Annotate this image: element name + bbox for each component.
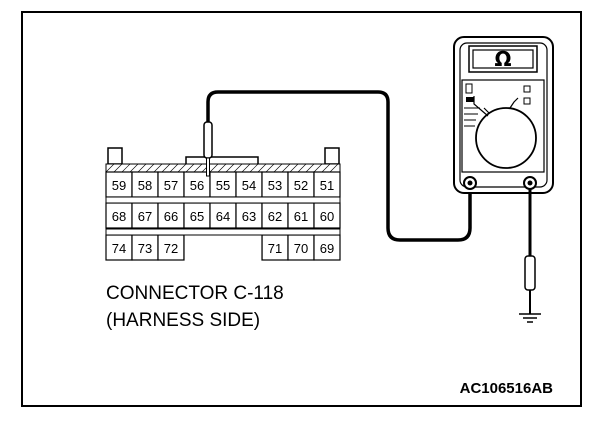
pin-cell [313,202,341,229]
pin-number: 68 [112,209,126,224]
pin-number: 72 [164,241,178,256]
probe-lead-red [206,90,472,242]
pin-cell [157,202,185,229]
pin-number: 53 [268,178,282,193]
pin-number: 65 [190,209,204,224]
probe-tip [203,121,213,177]
jack-common-core [527,180,533,186]
pin-number: 64 [216,209,230,224]
range-mark-1 [465,83,473,94]
pin-number: 62 [268,209,282,224]
range-mark-3 [523,85,531,93]
meter-dial-panel [461,79,545,173]
pin-number: 70 [294,241,308,256]
meter-body-inner [459,42,548,188]
pin-number: 59 [112,178,126,193]
connector-label-line1: CONNECTOR C-118 [106,283,284,304]
pin-number: 67 [138,209,152,224]
jack-positive-core [467,180,473,186]
pin-number: 56 [190,178,204,193]
pin-number: 60 [320,209,334,224]
row-band-2 [105,228,341,236]
pin-cell [235,202,263,229]
multimeter: Ω [453,36,554,194]
pin-number: 66 [164,209,178,224]
pin-number: 57 [164,178,178,193]
pin-number: 58 [138,178,152,193]
pin-cell [209,202,237,229]
dial-pointer-right [509,97,519,109]
connector-label-line2: (HARNESS SIDE) [106,310,260,331]
pin-number: 61 [294,209,308,224]
pin-cell [287,171,315,198]
pin-cell [261,202,289,229]
pin-number: 55 [216,178,230,193]
row-band-1 [105,196,341,204]
pin-number: 74 [112,241,126,256]
range-mark-2 [466,97,474,102]
rotary-dial [475,107,537,169]
range-mark-4 [523,97,531,105]
pin-grid: 59 58 57 56 55 54 53 52 51 68 67 66 65 64 63 62 61 60 74 73… [105,171,341,261]
pin-cell [313,234,341,261]
connector-tab-left [107,147,123,165]
connector-c118: 59 58 57 56 55 54 53 52 51 68 67 66 65 64 63 62 61 60 74 73… [105,147,341,261]
figure-code: AC106516AB [460,380,554,397]
pin-cell [131,202,159,229]
pin-number: 51 [320,178,334,193]
pin-cell [157,171,185,198]
pin-block-gap [184,235,262,260]
pin-cell [209,171,237,198]
ground-probe [524,255,536,314]
pin-cell [105,234,133,261]
meter-display-window [472,49,534,69]
pin-number: 73 [138,241,152,256]
pin-number: 69 [320,241,334,256]
pin-number: 54 [242,178,256,193]
range-scale-lines [464,107,480,127]
figure-frame [21,11,582,407]
pin-number: 71 [268,241,282,256]
pin-cell [287,202,315,229]
pin-number: 63 [242,209,256,224]
pin-cell [131,171,159,198]
ground-icon [519,313,541,323]
pin-number: 52 [294,178,308,193]
connector-tab-right [324,147,340,165]
ohm-symbol: Ω [494,47,511,71]
